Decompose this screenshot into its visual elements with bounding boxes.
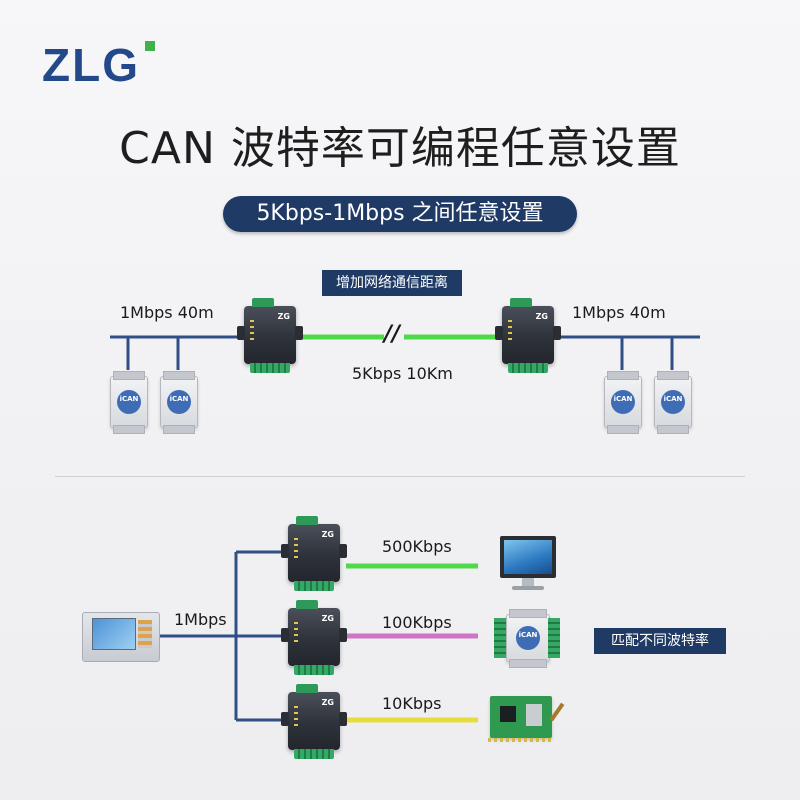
ican-terminal-right [548, 618, 560, 658]
page-title: CAN 波特率可编程任意设置 [119, 123, 681, 174]
section-divider [55, 476, 745, 477]
ican-module-right-2: iCAN [654, 371, 692, 434]
monitor-stand [522, 578, 534, 586]
canbridge-gateway-left: ZG [237, 298, 303, 373]
gateway-logo: ZG [321, 614, 334, 623]
subtitle-pill: 5Kbps-1Mbps 之间任意设置 [223, 196, 577, 232]
ican-logo: iCAN [119, 395, 139, 403]
monitor-screen [504, 540, 552, 574]
canbridge-gateway-2: ZG [281, 600, 347, 675]
canbridge-gateway-1: ZG [281, 516, 347, 591]
ican-logo: iCAN [613, 395, 633, 403]
gateway-logo: ZG [277, 312, 290, 321]
gateway-logo: ZG [321, 530, 334, 539]
source-rate-label: 1Mbps [174, 610, 227, 629]
right-bus-label: 1Mbps 40m [572, 303, 666, 322]
pcb-rf-shield [526, 704, 542, 726]
gateway-logo: ZG [535, 312, 548, 321]
extend-distance-tag: 增加网络通信距离 [322, 270, 462, 296]
match-rate-tag: 匹配不同波特率 [594, 628, 726, 654]
gateway-logo: ZG [321, 698, 334, 707]
ican-module-right-1: iCAN [604, 371, 642, 434]
canbridge-gateway-right: ZG [495, 298, 561, 373]
zlg-logo: ZLG [42, 39, 140, 91]
canbridge-gateway-3: ZG [281, 684, 347, 759]
ican-module-left-1: iCAN [110, 371, 148, 434]
rate-label-10k: 10Kbps [382, 694, 442, 713]
pcb-chip [500, 706, 516, 722]
rate-label-100k: 100Kbps [382, 613, 452, 632]
long-link-label: 5Kbps 10Km [352, 364, 453, 383]
logo-accent-mark [145, 41, 155, 51]
hmi-screen [92, 618, 136, 650]
left-bus-label: 1Mbps 40m [120, 303, 214, 322]
pcb-pins [488, 738, 554, 742]
line-break-symbol: // [384, 322, 401, 347]
monitor-base [512, 586, 544, 590]
ican-logo: iCAN [663, 395, 683, 403]
ican-module-left-2: iCAN [160, 371, 198, 434]
ican-logo: iCAN [169, 395, 189, 403]
rate-label-500k: 500Kbps [382, 537, 452, 556]
ican-module-icon: iCAN [506, 609, 550, 668]
ican-logo: iCAN [518, 631, 538, 639]
ican-terminal-left [494, 618, 506, 658]
hmi-connector [138, 620, 152, 648]
